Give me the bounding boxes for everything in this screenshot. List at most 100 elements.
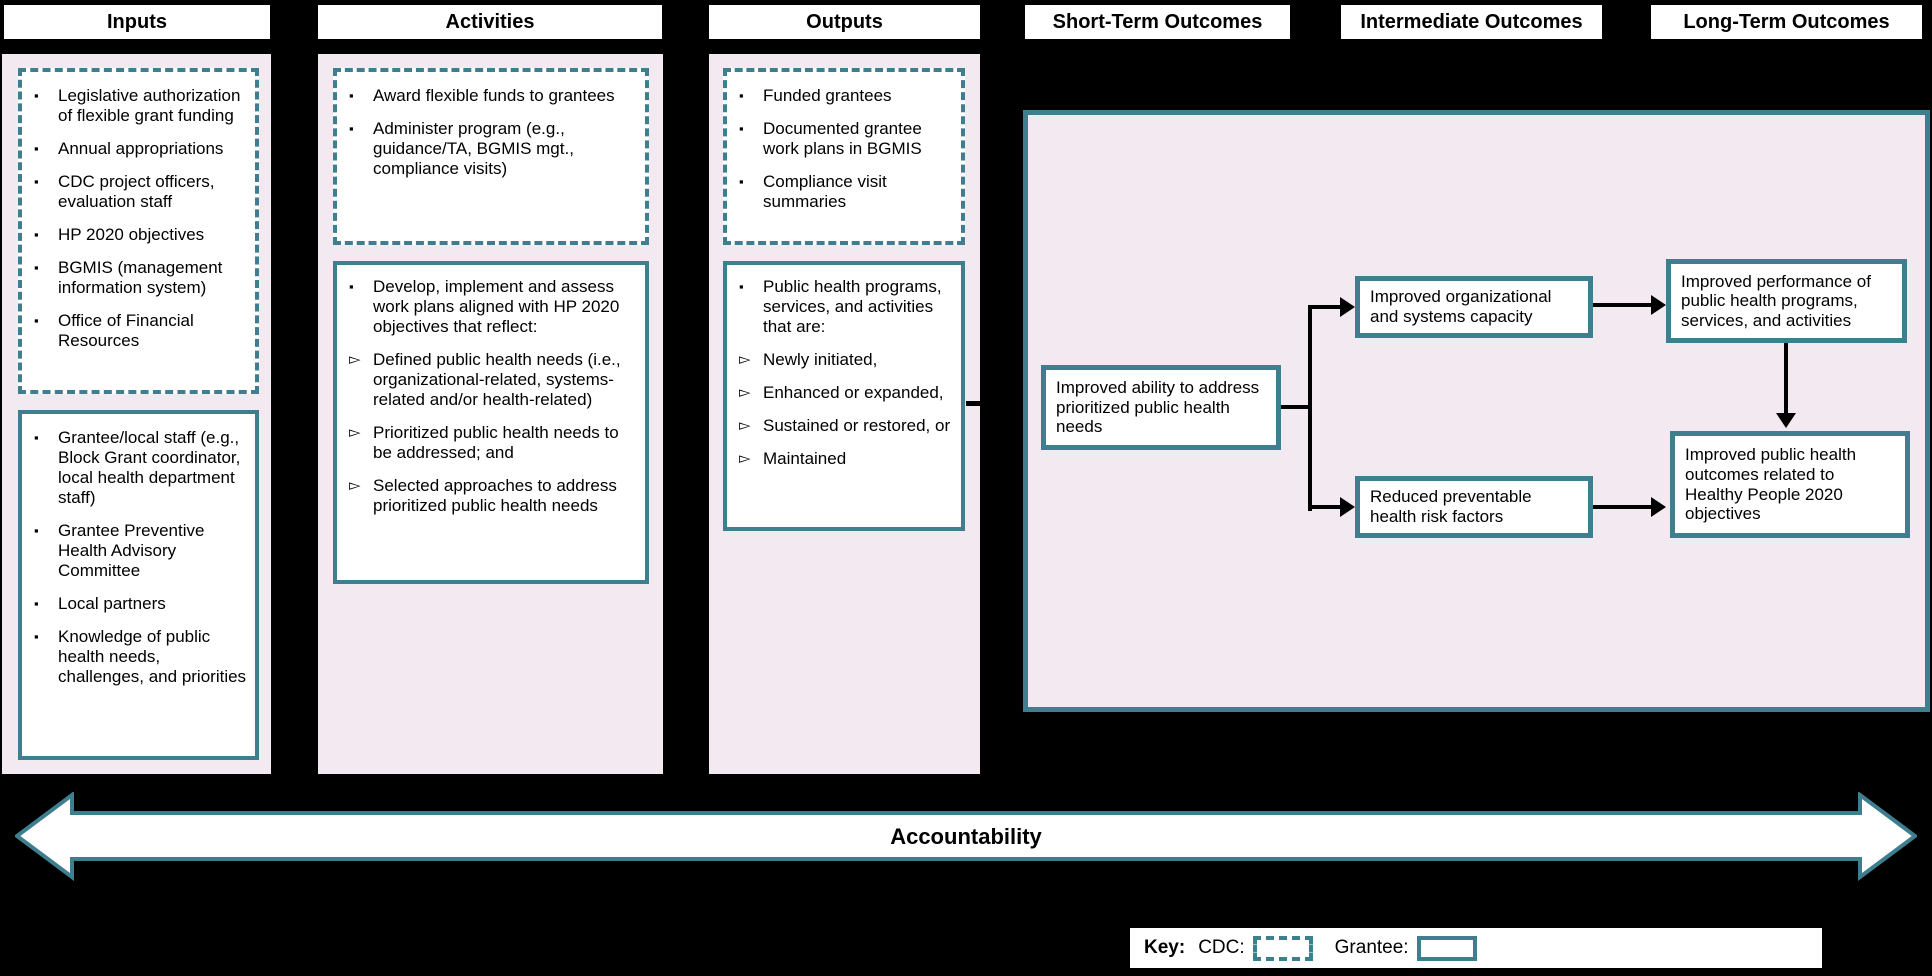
- list-item: ▪ Grantee/local staff (e.g., Block Grant …: [34, 428, 247, 508]
- list-item: ▻Enhanced or expanded,: [739, 383, 953, 403]
- list-item-text: Selected approaches to address prioritiz…: [373, 476, 617, 516]
- outcome-box-org-capacity: Improved organizational and systems capa…: [1355, 276, 1593, 338]
- list-item: ▪CDC project officers, evaluation staff: [34, 172, 247, 212]
- arrow-bullet-icon: ▻: [739, 384, 751, 402]
- arrow-bullet-icon: ▻: [349, 351, 361, 369]
- list-item-text: Administer program (e.g., guidance/TA, B…: [373, 119, 574, 179]
- list-item-text: Grantee/local staff (e.g., Block Grant c…: [58, 428, 241, 508]
- list-item: ▪ Documented grantee work plans in BGMIS: [739, 119, 953, 159]
- outcome-text: Improved organizational and systems capa…: [1370, 287, 1552, 326]
- legend-cdc-dashed-swatch: [1252, 935, 1313, 961]
- list-item-text: Documented grantee work plans in BGMIS: [763, 119, 922, 159]
- list-item-text: Office of Financial Resources: [58, 311, 194, 351]
- list-item-text: Annual appropriations: [58, 139, 224, 159]
- list-item-text: Maintained: [763, 449, 847, 469]
- outcome-box-hp2020: Improved public health outcomes related …: [1670, 431, 1910, 538]
- list-item-text: Defined public health needs (i.e., organ…: [373, 350, 621, 410]
- branch-bottom-line: [1308, 505, 1342, 509]
- list-item-text: Develop, implement and assess work plans…: [373, 277, 620, 337]
- arrow-bullet-icon: ▻: [739, 417, 751, 435]
- list-item-text: Newly initiated,: [763, 350, 878, 370]
- arrow-bullet-icon: ▻: [739, 450, 751, 468]
- legend-bar: Key: CDC: Grantee:: [1130, 928, 1822, 968]
- list-item: ▪ Compliance visit summaries: [739, 172, 953, 212]
- legend-key-label: Key:: [1144, 937, 1186, 958]
- list-item: ▻ Maintained: [739, 449, 953, 469]
- outcome-text: Improved public health outcomes related …: [1685, 445, 1857, 524]
- outcome-box-short-term: Improved ability to address prioritized …: [1041, 365, 1281, 450]
- list-item-text: BGMIS (management information system): [58, 258, 223, 298]
- outcome-box-performance: Improved performance of public health pr…: [1666, 259, 1907, 343]
- list-item: ▪ Annual appropriations: [34, 139, 247, 159]
- list-item: ▪BGMIS (management information system): [34, 258, 247, 298]
- list-item: ▪ Office of Financial Resources: [34, 311, 247, 351]
- square-bullet-icon: ▪: [34, 629, 39, 645]
- arrowhead-to-hp2020-icon: [1651, 497, 1666, 517]
- square-bullet-icon: ▪: [34, 227, 39, 243]
- list-item-text: Sustained or restored, or: [763, 416, 951, 436]
- outcome-text: Improved ability to address prioritized …: [1056, 378, 1260, 437]
- outcome-text: Reduced preventable health risk factors: [1370, 487, 1532, 526]
- list-item-text: Compliance visit summaries: [763, 172, 887, 212]
- square-bullet-icon: ▪: [349, 121, 354, 137]
- activities-grantee-box: ▪ Develop, implement and assess work plan…: [333, 261, 649, 584]
- list-item-text: Award flexible funds to grantees: [373, 86, 615, 105]
- header-short-term-outcomes: Short-Term Outcomes: [1025, 5, 1290, 39]
- list-item-text: Grantee Preventive Health Advisory Commi…: [58, 521, 205, 581]
- accountability-arrow: Accountability: [15, 792, 1917, 881]
- list-item: ▪ Knowledge of public health needs, chall…: [34, 627, 247, 687]
- list-item: ▪ Develop, implement and assess work plan…: [349, 277, 637, 337]
- list-item: ▻ Sustained or restored, or: [739, 416, 953, 436]
- list-item: ▻ Selected approaches to address prioriti…: [349, 476, 637, 516]
- inputs-cdc-box: ▪ Legislative authorization of flexible g…: [18, 68, 259, 394]
- performance-to-hp2020-line: [1784, 343, 1788, 415]
- square-bullet-icon: ▪: [34, 430, 39, 445]
- arrowhead-to-performance-icon: [1651, 295, 1666, 315]
- list-item: ▪Grantee Preventive Health Advisory Comm…: [34, 521, 247, 581]
- list-item-text: Public health programs, services, and ac…: [763, 277, 942, 337]
- list-item-text: Knowledge of public health needs, challe…: [58, 627, 247, 687]
- arrowhead-down-to-hp2020-icon: [1776, 413, 1796, 428]
- header-inputs: Inputs: [4, 5, 270, 39]
- outputs-to-outcomes-connector: [966, 401, 990, 406]
- square-bullet-icon: ▪: [34, 313, 39, 329]
- list-item: ▪ Public health programs, services, and a…: [739, 277, 953, 337]
- list-item: ▪Local partners: [34, 594, 247, 614]
- header-outputs: Outputs: [709, 5, 980, 39]
- arrow-bullet-icon: ▻: [349, 424, 361, 442]
- square-bullet-icon: ▪: [739, 174, 744, 190]
- square-bullet-icon: ▪: [739, 88, 744, 103]
- list-item: ▻ Defined public health needs (i.e., orga…: [349, 350, 637, 410]
- legend-grantee-solid-swatch: [1416, 935, 1477, 961]
- header-activities: Activities: [318, 5, 662, 39]
- arrowhead-to-risk-factors-icon: [1340, 497, 1355, 517]
- square-bullet-icon: ▪: [34, 88, 39, 103]
- list-item-text: CDC project officers, evaluation staff: [58, 172, 215, 212]
- list-item: ▪ Award flexible funds to grantees: [349, 86, 637, 106]
- list-item-text: Legislative authorization of flexible gr…: [58, 86, 241, 126]
- inputs-grantee-box: ▪ Grantee/local staff (e.g., Block Grant …: [18, 410, 259, 760]
- square-bullet-icon: ▪: [349, 279, 354, 294]
- legend-cdc-label: CDC:: [1198, 937, 1245, 958]
- branch-stub-line: [1281, 405, 1312, 409]
- list-item: ▪ Administer program (e.g., guidance/TA, …: [349, 119, 637, 179]
- branch-top-line: [1308, 305, 1342, 309]
- org-to-performance-line: [1593, 303, 1653, 307]
- activities-cdc-box: ▪ Award flexible funds to grantees ▪ Admini…: [333, 68, 649, 245]
- square-bullet-icon: ▪: [739, 279, 744, 294]
- square-bullet-icon: ▪: [739, 121, 744, 137]
- square-bullet-icon: ▪: [349, 88, 354, 103]
- header-long-term-outcomes: Long-Term Outcomes: [1651, 5, 1922, 39]
- square-bullet-icon: ▪: [34, 596, 39, 612]
- list-item-text: Prioritized public health needs to be ad…: [373, 423, 619, 463]
- branch-vertical-line: [1308, 305, 1312, 511]
- accountability-arrow-shape: [15, 792, 1917, 881]
- square-bullet-icon: ▪: [34, 141, 39, 157]
- list-item: ▪ Legislative authorization of flexible g…: [34, 86, 247, 126]
- list-item: ▻Newly initiated,: [739, 350, 953, 370]
- arrow-bullet-icon: ▻: [349, 477, 361, 495]
- list-item-text: Funded grantees: [763, 86, 892, 105]
- arrowhead-to-org-capacity-icon: [1340, 297, 1355, 317]
- list-item: ▻ Prioritized public health needs to be a…: [349, 423, 637, 463]
